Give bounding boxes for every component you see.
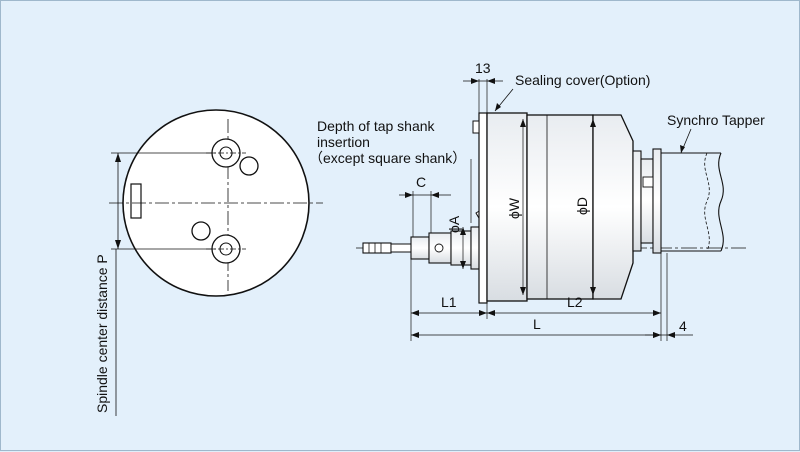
upper-spindle-bore bbox=[206, 138, 246, 168]
dim-c-label: C bbox=[416, 174, 426, 190]
spindle-center-label: Spindle center distance P bbox=[94, 254, 110, 413]
lower-spindle-bore bbox=[206, 234, 246, 264]
sealing-cover-label: Sealing cover(Option) bbox=[515, 72, 650, 88]
dim-c: C bbox=[399, 174, 451, 237]
dim-4: 4 bbox=[645, 318, 693, 338]
end-view-side-tab bbox=[130, 183, 142, 219]
dim-phi-w-label: ϕW bbox=[506, 197, 522, 219]
dim-l2: L2 bbox=[487, 294, 661, 316]
lower-bolt bbox=[191, 221, 211, 241]
synchro-tapper-shank bbox=[661, 152, 724, 252]
side-view: 13 Sealing cover(Option) Depth of tap sh… bbox=[309, 60, 765, 341]
dim-phi-d: ϕD bbox=[574, 119, 596, 295]
dim-13: 13 bbox=[463, 60, 503, 113]
main-body bbox=[486, 112, 634, 302]
depth-label-line1: Depth of tap shank bbox=[317, 118, 436, 134]
dim-l1-label: L1 bbox=[441, 294, 457, 310]
dim-phi-d-label: ϕD bbox=[574, 197, 590, 215]
sealing-cover bbox=[472, 112, 488, 304]
dim-l2-label: L2 bbox=[567, 294, 583, 310]
dim-4-label: 4 bbox=[679, 318, 687, 334]
dim-l: L bbox=[411, 316, 661, 338]
dim-l-label: L bbox=[533, 316, 541, 332]
dim-phi-a-label: ϕA bbox=[446, 215, 462, 233]
depth-label-line2: insertion bbox=[317, 134, 370, 150]
dim-phi-a: ϕA bbox=[446, 215, 466, 269]
depth-label-line3: （except square shank） bbox=[309, 150, 466, 166]
dim-phi-w: ϕW bbox=[506, 119, 526, 295]
dim-l1: L1 bbox=[411, 294, 487, 316]
dim-13-label: 13 bbox=[475, 60, 491, 76]
synchro-flange bbox=[632, 148, 662, 254]
upper-bolt bbox=[239, 156, 259, 176]
synchro-tapper-label: Synchro Tapper bbox=[667, 112, 765, 128]
tap-tool bbox=[362, 242, 412, 254]
end-view: Spindle center distance P bbox=[94, 109, 323, 416]
